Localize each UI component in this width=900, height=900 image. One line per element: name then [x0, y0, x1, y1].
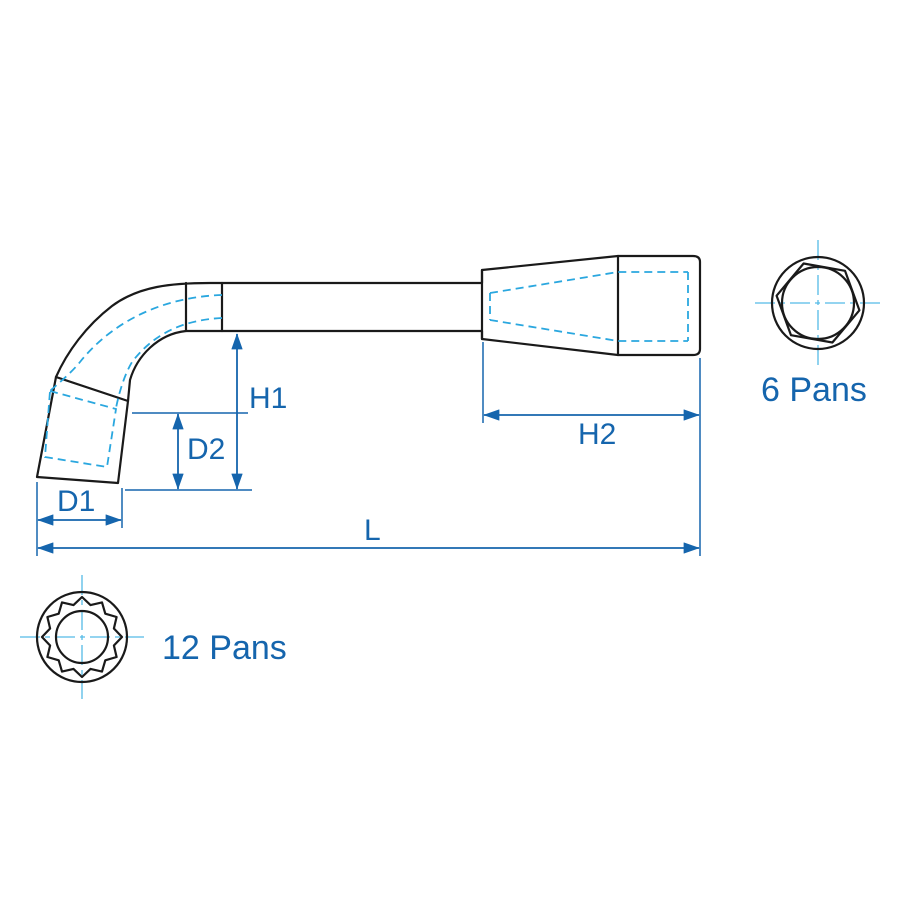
elbow-bore-inner: [115, 317, 223, 409]
dim-label-d1: D1: [57, 485, 95, 518]
dimension-set: H1 D2 D1 H2 L: [36, 333, 701, 556]
dim-label-h1: H1: [249, 382, 287, 415]
wrench-body: [35, 254, 702, 485]
twelve-point-outer-circle: [35, 590, 129, 684]
twelve-point-section-view: 12 Pans: [20, 575, 287, 699]
bore-bottom-line: [489, 319, 688, 342]
hex-profile: [775, 262, 861, 344]
hex-view-label: 6 Pans: [761, 371, 867, 409]
twelve-point-profile: [40, 595, 124, 679]
twelve-point-inner-circle: [54, 609, 110, 665]
dim-label-d2: D2: [187, 433, 225, 466]
head-shoulder-line: [54, 375, 130, 403]
dim-label-length: L: [364, 514, 381, 547]
wrench-outline: [35, 254, 702, 485]
bore-top-line: [489, 271, 688, 294]
hex-inner-circle: [780, 265, 856, 341]
dim-label-h2: H2: [578, 418, 616, 451]
twelve-point-view-label: 12 Pans: [162, 629, 287, 667]
hidden-bore-lines: [44, 271, 689, 469]
elbow-bore-outer: [49, 294, 223, 392]
head-bore-outline: [44, 389, 118, 469]
hex-section-view: 6 Pans: [755, 240, 881, 409]
hex-outer-circle: [770, 255, 866, 351]
